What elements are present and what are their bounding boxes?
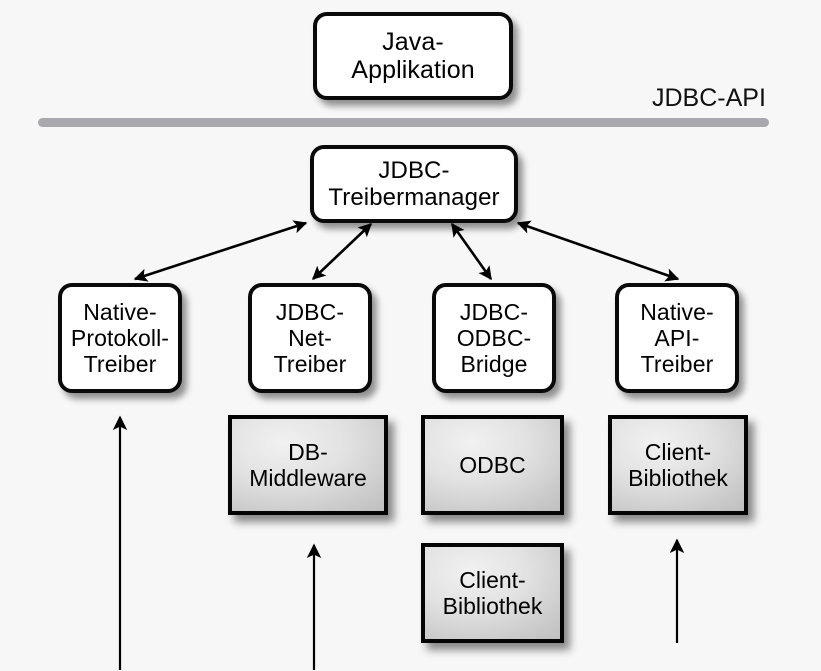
jdbc-api-divider bbox=[38, 118, 769, 127]
node-odbc[interactable]: ODBC bbox=[421, 415, 564, 515]
node-jdbc-net-treiber[interactable]: JDBC- Net- Treiber bbox=[248, 283, 372, 393]
connector-manager-native-api bbox=[516, 220, 680, 282]
connector-manager-jdbc-odbc bbox=[450, 222, 493, 281]
node-client-bibliothek-odbc[interactable]: Client- Bibliothek bbox=[421, 543, 564, 643]
jdbc-api-label: JDBC-API bbox=[652, 84, 766, 112]
node-native-api-treiber[interactable]: Native- API- Treiber bbox=[615, 283, 739, 393]
node-java-applikation[interactable]: Java- Applikation bbox=[313, 12, 513, 100]
connector-manager-native-protokoll bbox=[133, 220, 308, 282]
connector-manager-jdbc-net bbox=[312, 223, 372, 280]
node-native-protokoll-treiber[interactable]: Native- Protokoll- Treiber bbox=[58, 283, 182, 393]
node-jdbc-treibermanager[interactable]: JDBC- Treibermanager bbox=[310, 145, 518, 223]
node-client-bibliothek-right[interactable]: Client- Bibliothek bbox=[608, 415, 748, 515]
node-jdbc-odbc-bridge[interactable]: JDBC- ODBC- Bridge bbox=[432, 283, 556, 393]
node-db-middleware[interactable]: DB- Middleware bbox=[228, 415, 388, 515]
